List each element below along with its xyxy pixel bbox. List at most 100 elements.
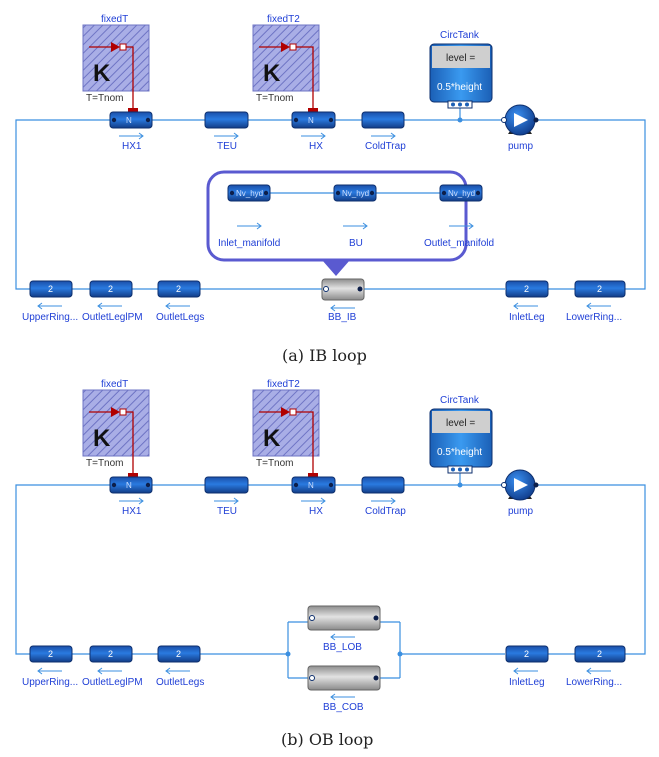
inlet-leg-label-ob: InletLeg [509, 677, 545, 688]
lower-ring-pipe[interactable]: 2 [574, 280, 626, 310]
segments-label: 2 [108, 284, 113, 294]
teu-label-ob: TEU [217, 506, 237, 517]
lower-ring-label: LowerRing... [566, 312, 622, 323]
pipe-n-label: N [308, 116, 314, 125]
hx1-pipe-ob[interactable]: N [109, 476, 153, 505]
tank-level-value-ob: 0.5*height [437, 447, 482, 458]
segments-label: 2 [597, 284, 602, 294]
segments-label: 2 [108, 649, 113, 659]
fixedT-label: fixedT [101, 14, 128, 25]
hx-pipe[interactable]: N [291, 111, 336, 140]
upper-ring-pipe[interactable]: 2 [29, 280, 73, 310]
teu-pipe[interactable] [204, 111, 249, 140]
pipe-n-label: N [308, 481, 314, 490]
fixedT-param: T=Tnom [86, 93, 124, 104]
nv-hyd-label: Nv_hyd [448, 189, 475, 198]
inlet-manifold-label: Inlet_manifold [218, 238, 280, 249]
fixedT-label-ob: fixedT [101, 379, 128, 390]
pump-label: pump [508, 141, 533, 152]
k-symbol: K [263, 425, 281, 452]
tank-level-label: level = [446, 53, 475, 64]
bu-pipe[interactable]: Nv_hyd [333, 184, 377, 230]
hx-label-ob: HX [309, 506, 323, 517]
coldtrap-label: ColdTrap [365, 141, 406, 152]
coldtrap-pipe-ob[interactable] [361, 476, 405, 505]
fixedT2-label: fixedT2 [267, 14, 300, 25]
pipe-n-label: N [126, 481, 132, 490]
upper-ring-label: UpperRing... [22, 312, 78, 323]
hx1-label-ob: HX1 [122, 506, 142, 517]
wire-left-loop [15, 119, 110, 290]
k-symbol: K [263, 60, 281, 87]
circtank[interactable]: level = 0.5*height [429, 43, 493, 109]
pump-label-ob: pump [508, 506, 533, 517]
lower-ring-pipe-ob[interactable]: 2 [574, 645, 626, 675]
k-symbol: K [93, 425, 111, 452]
ob-loop-diagram: K fixedT T=Tnom K fixedT2 T=Tnom N [15, 379, 646, 713]
pump[interactable] [501, 104, 539, 136]
hx-label: HX [309, 141, 323, 152]
bb-ib-label: BB_IB [328, 312, 357, 323]
tank-level-value: 0.5*height [437, 82, 482, 93]
fixedT2-source[interactable]: K [252, 24, 320, 113]
coldtrap-pipe[interactable] [361, 111, 405, 140]
inlet-leg-pipe-ob[interactable]: 2 [505, 645, 549, 675]
bb-lob-pipe[interactable] [307, 605, 381, 641]
k-symbol: K [93, 60, 111, 87]
outlet-manifold-pipe[interactable]: Nv_hyd [439, 184, 483, 230]
hx1-label: HX1 [122, 141, 142, 152]
bb-ib-detail-popup [206, 170, 468, 276]
lower-ring-label-ob: LowerRing... [566, 677, 622, 688]
inlet-leg-label: InletLeg [509, 312, 545, 323]
fixedT2-source-ob[interactable]: K [252, 389, 320, 478]
fixedT-param-ob: T=Tnom [86, 458, 124, 469]
bb-lob-label: BB_LOB [323, 642, 362, 653]
outlet-manifold-label: Outlet_manifold [424, 238, 494, 249]
pipe-n-label: N [126, 116, 132, 125]
bu-label: BU [349, 238, 363, 249]
fixedT2-param: T=Tnom [256, 93, 294, 104]
upper-ring-label-ob: UpperRing... [22, 677, 78, 688]
segments-label: 2 [597, 649, 602, 659]
circtank-label-ob: CircTank [440, 395, 480, 406]
segments-label: 2 [524, 649, 529, 659]
outlet-leg-lpm-label: OutletLeglPM [82, 312, 143, 323]
tank-level-label-ob: level = [446, 418, 475, 429]
circtank-ob[interactable]: level = 0.5*height [429, 408, 493, 474]
caption-b: (b) OB loop [281, 730, 373, 749]
fixedT-source[interactable]: K [82, 24, 150, 113]
teu-pipe-ob[interactable] [204, 476, 249, 505]
upper-ring-pipe-ob[interactable]: 2 [29, 645, 73, 675]
outlet-leg-lpm-pipe[interactable]: 2 [89, 280, 133, 310]
teu-label: TEU [217, 141, 237, 152]
fixedT2-param-ob: T=Tnom [256, 458, 294, 469]
outlet-leg-lpm-pipe-ob[interactable]: 2 [89, 645, 133, 675]
inlet-manifold-pipe[interactable]: Nv_hyd [227, 184, 271, 230]
pump-ob[interactable] [501, 469, 539, 501]
bb-ib-pipe[interactable] [321, 278, 365, 312]
inlet-leg-pipe[interactable]: 2 [505, 280, 549, 310]
nv-hyd-label: Nv_hyd [342, 189, 369, 198]
hx1-pipe[interactable]: N [109, 111, 153, 140]
bb-cob-label: BB_COB [323, 702, 364, 713]
caption-a: (a) IB loop [282, 346, 367, 365]
segments-label: 2 [176, 649, 181, 659]
wire-right-loop [538, 119, 646, 290]
fixedT2-label-ob: fixedT2 [267, 379, 300, 390]
hx-pipe-ob[interactable]: N [291, 476, 336, 505]
circtank-label: CircTank [440, 30, 480, 41]
outlet-leg-lpm-label-ob: OutletLeglPM [82, 677, 143, 688]
bb-cob-pipe[interactable] [307, 665, 381, 701]
segments-label: 2 [48, 284, 53, 294]
segments-label: 2 [48, 649, 53, 659]
segments-label: 2 [524, 284, 529, 294]
outlet-legs-pipe[interactable]: 2 [157, 280, 201, 310]
ib-loop-diagram: K fixedT T=Tnom K fixedT2 T=Tnom N [15, 14, 646, 323]
outlet-legs-label: OutletLegs [156, 312, 204, 323]
outlet-legs-pipe-ob[interactable]: 2 [157, 645, 201, 675]
fixedT-source-ob[interactable]: K [82, 389, 150, 478]
segments-label: 2 [176, 284, 181, 294]
outlet-legs-label-ob: OutletLegs [156, 677, 204, 688]
nv-hyd-label: Nv_hyd [236, 189, 263, 198]
